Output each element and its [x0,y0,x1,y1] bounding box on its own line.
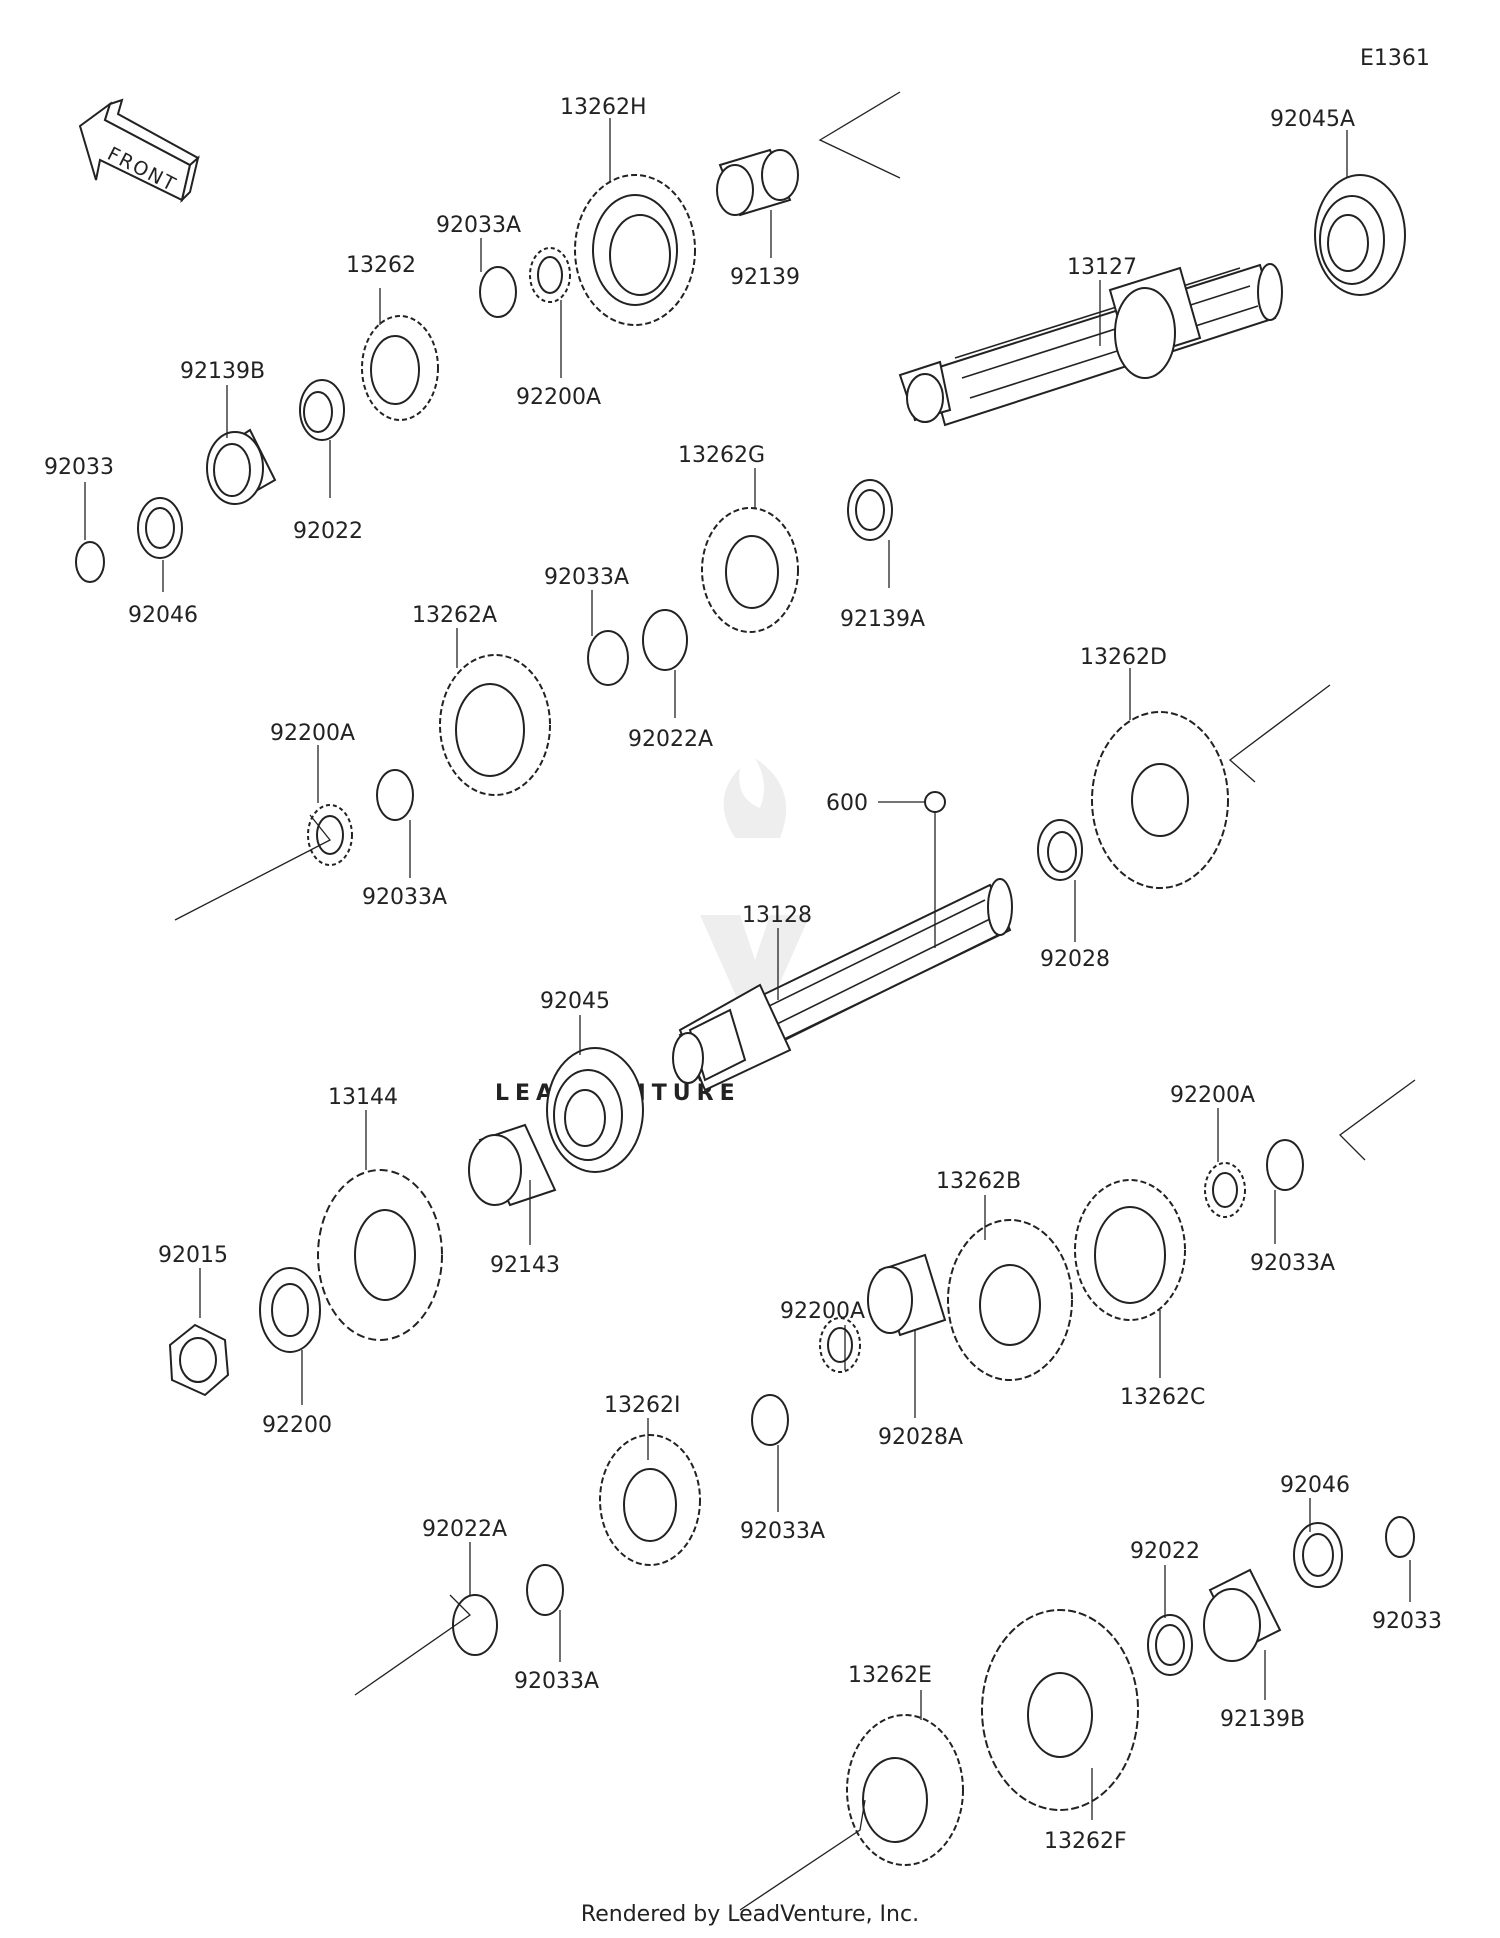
washer-92200A-b [307,804,353,866]
washer-92022A-b [452,1594,498,1656]
part-label: 13262E [848,1663,932,1688]
gear-13262E [846,1714,964,1866]
washer-92200A-d [819,1317,861,1373]
part-label: 92028 [1040,947,1110,972]
part-label: 92139A [840,607,925,632]
part-label: 92033A [514,1669,599,1694]
part-label: 92022 [293,519,363,544]
part-label: 13128 [742,903,812,928]
washer-92200A-c [1204,1162,1246,1218]
part-label: 92033A [362,885,447,910]
gear-13262B [947,1219,1073,1381]
circlip-92033A-b [587,630,629,686]
part-label: 13262G [678,443,765,468]
part-shapes [75,148,1415,1866]
part-label: 92200A [1170,1083,1255,1108]
collar-92143 [468,1123,557,1207]
washer-92022-a [299,379,345,441]
part-label: 92045A [1270,107,1355,132]
bushing-92028A [867,1253,947,1337]
part-label: 13262I [604,1393,680,1418]
gear-13262G [701,507,799,633]
nut-92015 [168,1323,230,1397]
bearing-92045 [546,1047,644,1173]
leader-lines [84,91,1416,1911]
circlip-92033A-e [751,1394,789,1446]
gear-13262H [574,174,696,326]
circlip-92033A-f [526,1564,564,1616]
part-label: 92200A [516,385,601,410]
diagram-code: E1361 [1360,46,1430,71]
part-label: 92139B [1220,1707,1305,1732]
part-label: 92046 [128,603,198,628]
part-label: 92033A [436,213,521,238]
part-label: 13262A [412,603,497,628]
gear-13262F [981,1609,1139,1811]
part-label: 13144 [328,1085,398,1110]
washer-92200A-a [529,247,571,303]
washer-92200 [259,1267,321,1353]
bushing-92028 [1037,819,1083,881]
part-label: 92028A [878,1425,963,1450]
front-arrow-icon: FRONT [78,98,200,204]
part-label: 13262F [1044,1829,1127,1854]
part-labels: 13262H 92139 92045A 92033A 13262 92200A … [44,95,1442,1854]
shaft-13128 [672,878,1013,1092]
part-label: 92033A [740,1519,825,1544]
part-label: 92200A [270,721,355,746]
part-label: 92033 [44,455,114,480]
part-label: 92046 [1280,1473,1350,1498]
part-label: 92143 [490,1253,560,1278]
gear-13262A [439,654,551,796]
bushing-92139A [847,479,893,541]
part-label: 92033 [1372,1609,1442,1634]
part-label: 92200 [262,1413,332,1438]
part-label: 13262C [1120,1385,1205,1410]
part-label: 92139 [730,265,800,290]
washer-92022-b [1147,1614,1193,1676]
part-label: 13262 [346,253,416,278]
circlip-92033A-c [376,769,414,821]
callout-600-marker [924,791,946,813]
circlip-92033-b [1385,1516,1415,1558]
part-label: 600 [826,791,868,816]
gear-13262C [1074,1179,1186,1321]
part-label: 92033A [1250,1251,1335,1276]
circlip-92033A-a [479,266,517,318]
part-label: 92200A [780,1299,865,1324]
part-label: 92022 [1130,1539,1200,1564]
bearing-92045A [1314,174,1406,296]
bushing-92139B-a [206,428,277,505]
shaft-13127 [898,263,1283,427]
gear-13262D [1091,711,1229,889]
circlip-92033-a [75,541,105,583]
bearing-92046-b [1293,1522,1343,1588]
part-label: 92022A [422,1517,507,1542]
part-label: 13262D [1080,645,1167,670]
part-label: 92022A [628,727,713,752]
part-label: 92033A [544,565,629,590]
gear-13262I [599,1434,701,1566]
part-label: 13262B [936,1169,1021,1194]
bearing-92139 [716,148,799,217]
gear-13262 [361,315,439,421]
washer-92022A-a [642,609,688,671]
footer-credit: Rendered by LeadVenture, Inc. [580,1902,920,1927]
part-label: 92045 [540,989,610,1014]
circlip-92033A-d [1266,1139,1304,1191]
part-label: 92015 [158,1243,228,1268]
part-label: 13127 [1067,255,1137,280]
part-label: 92139B [180,359,265,384]
bushing-92139B-b [1203,1568,1282,1662]
bearing-92046-a [137,497,183,559]
part-label: 13262H [560,95,647,120]
sprocket-13144 [317,1169,443,1341]
